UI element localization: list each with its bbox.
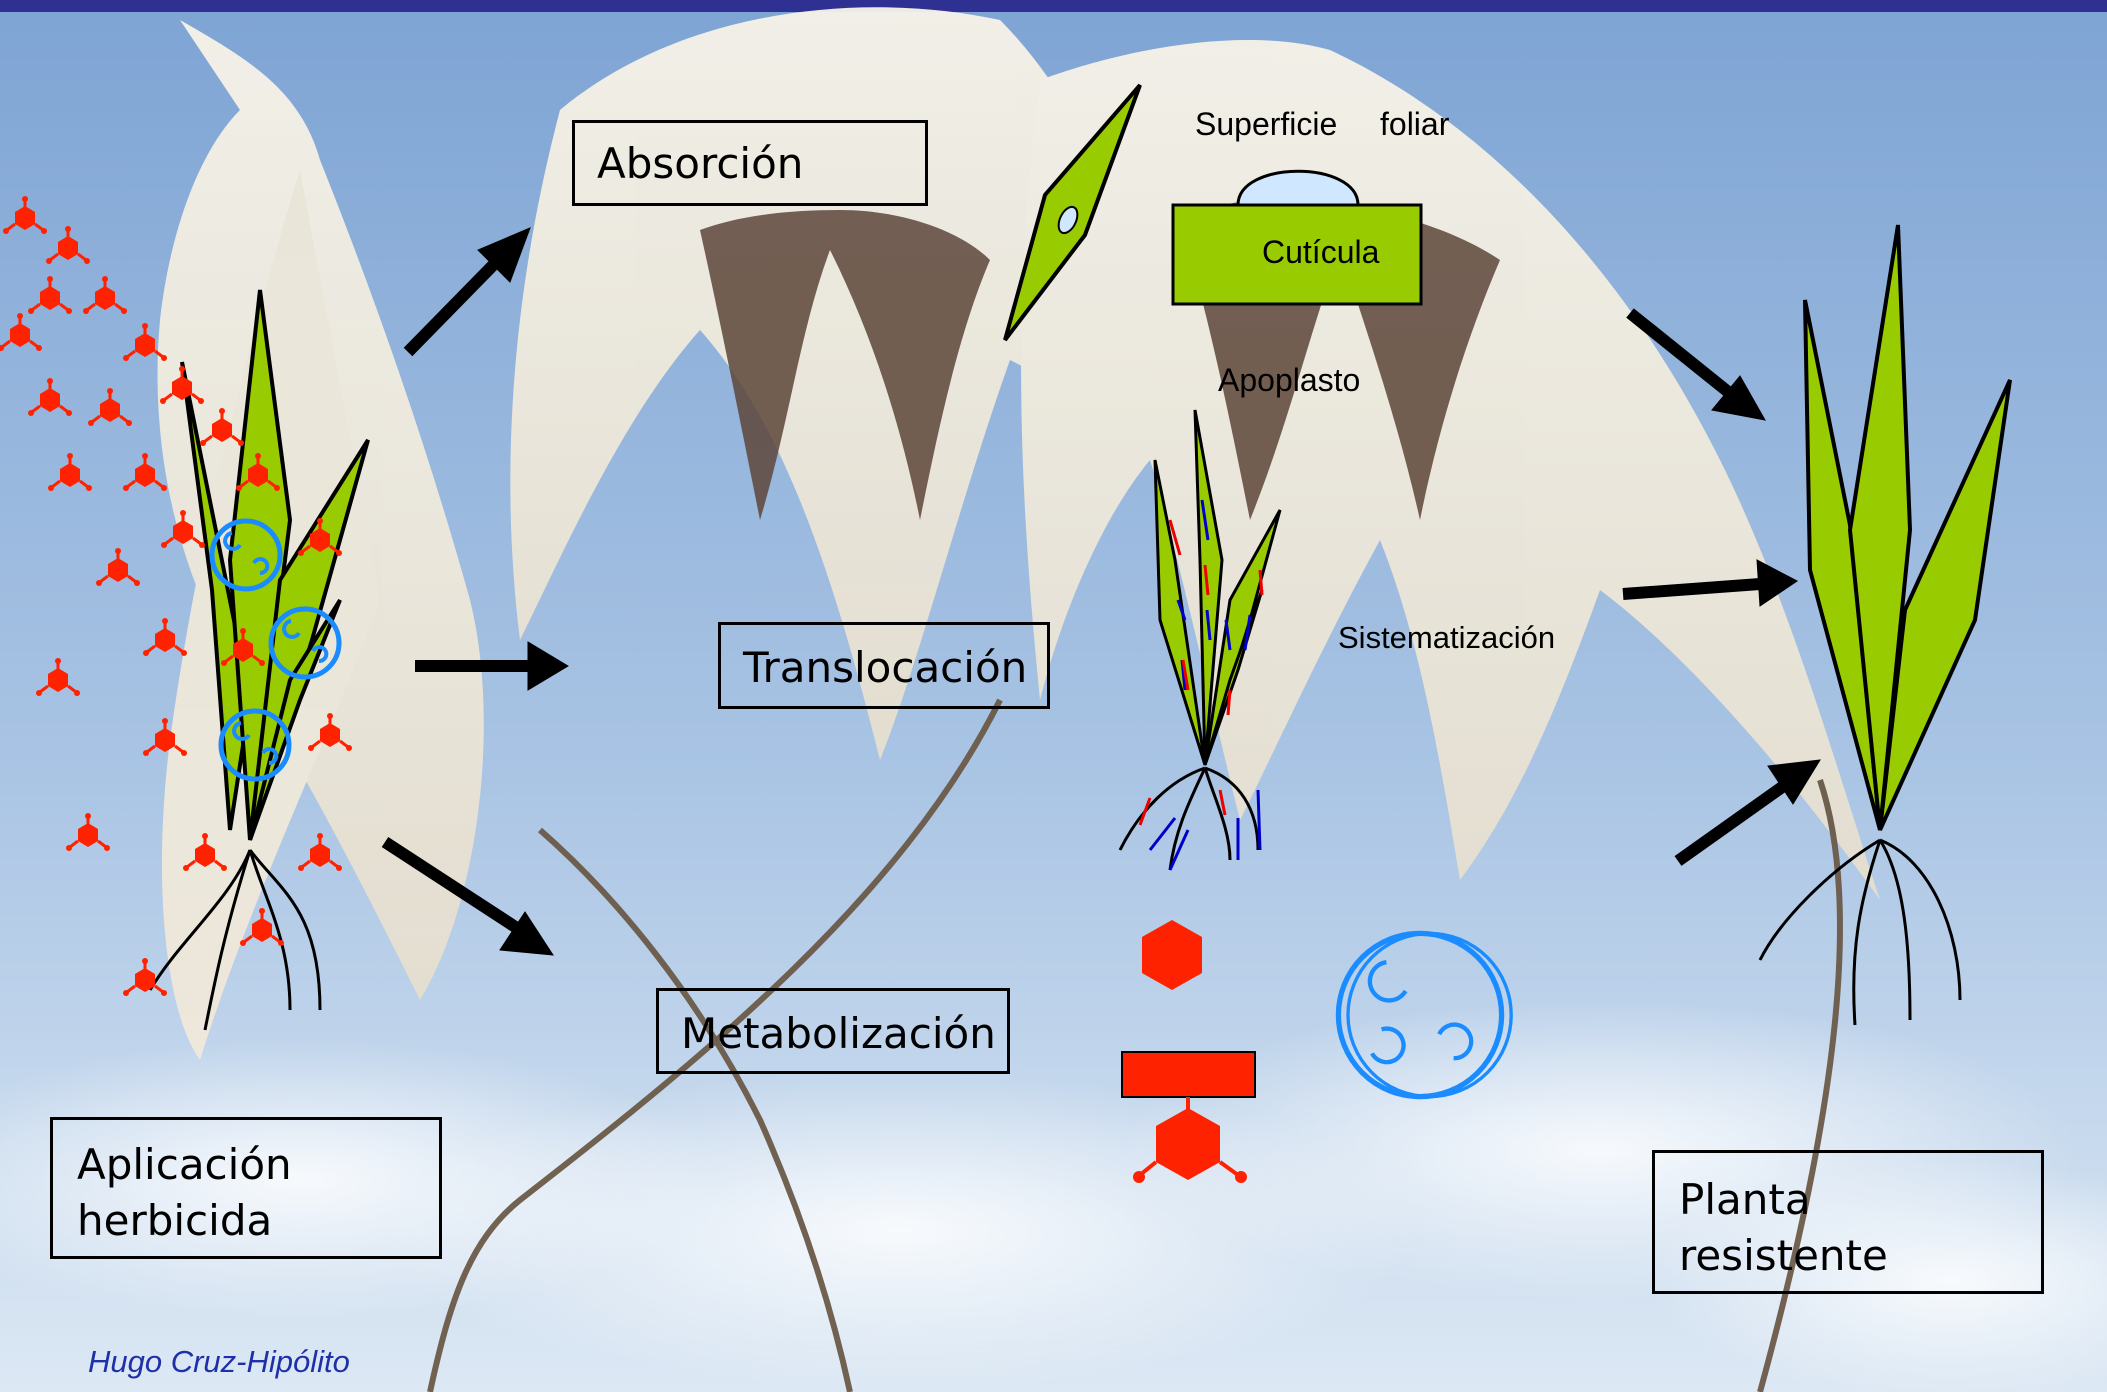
aplicacion-box: Aplicación herbicida <box>50 1117 442 1259</box>
apoplasto-label: Apoplasto <box>1218 362 1360 399</box>
credit-label: Hugo Cruz-Hipólito <box>88 1344 350 1380</box>
planta-label-line2: resistente <box>1679 1231 1888 1280</box>
block-icon <box>1122 1052 1255 1097</box>
translocacion-label: Translocación <box>743 643 1027 692</box>
metabolizacion-box: Metabolización <box>656 988 1010 1074</box>
foliar-label: foliar <box>1380 106 1449 143</box>
superficie-label: Superficie <box>1195 106 1337 143</box>
absorcion-box: Absorción <box>572 120 928 206</box>
metabolizacion-label: Metabolización <box>681 1009 996 1058</box>
planta-box: Planta resistente <box>1652 1150 2044 1294</box>
translocacion-box: Translocación <box>718 622 1050 709</box>
absorcion-label: Absorción <box>597 139 803 188</box>
sistematizacion-label: Sistematización <box>1338 620 1555 656</box>
header-bar <box>0 0 2107 12</box>
cuticula-label: Cutícula <box>1262 234 1379 271</box>
planta-label-line1: Planta <box>1679 1175 1811 1224</box>
aplicacion-label-line1: Aplicación <box>77 1140 292 1189</box>
aplicacion-label-line2: herbicida <box>77 1196 272 1245</box>
